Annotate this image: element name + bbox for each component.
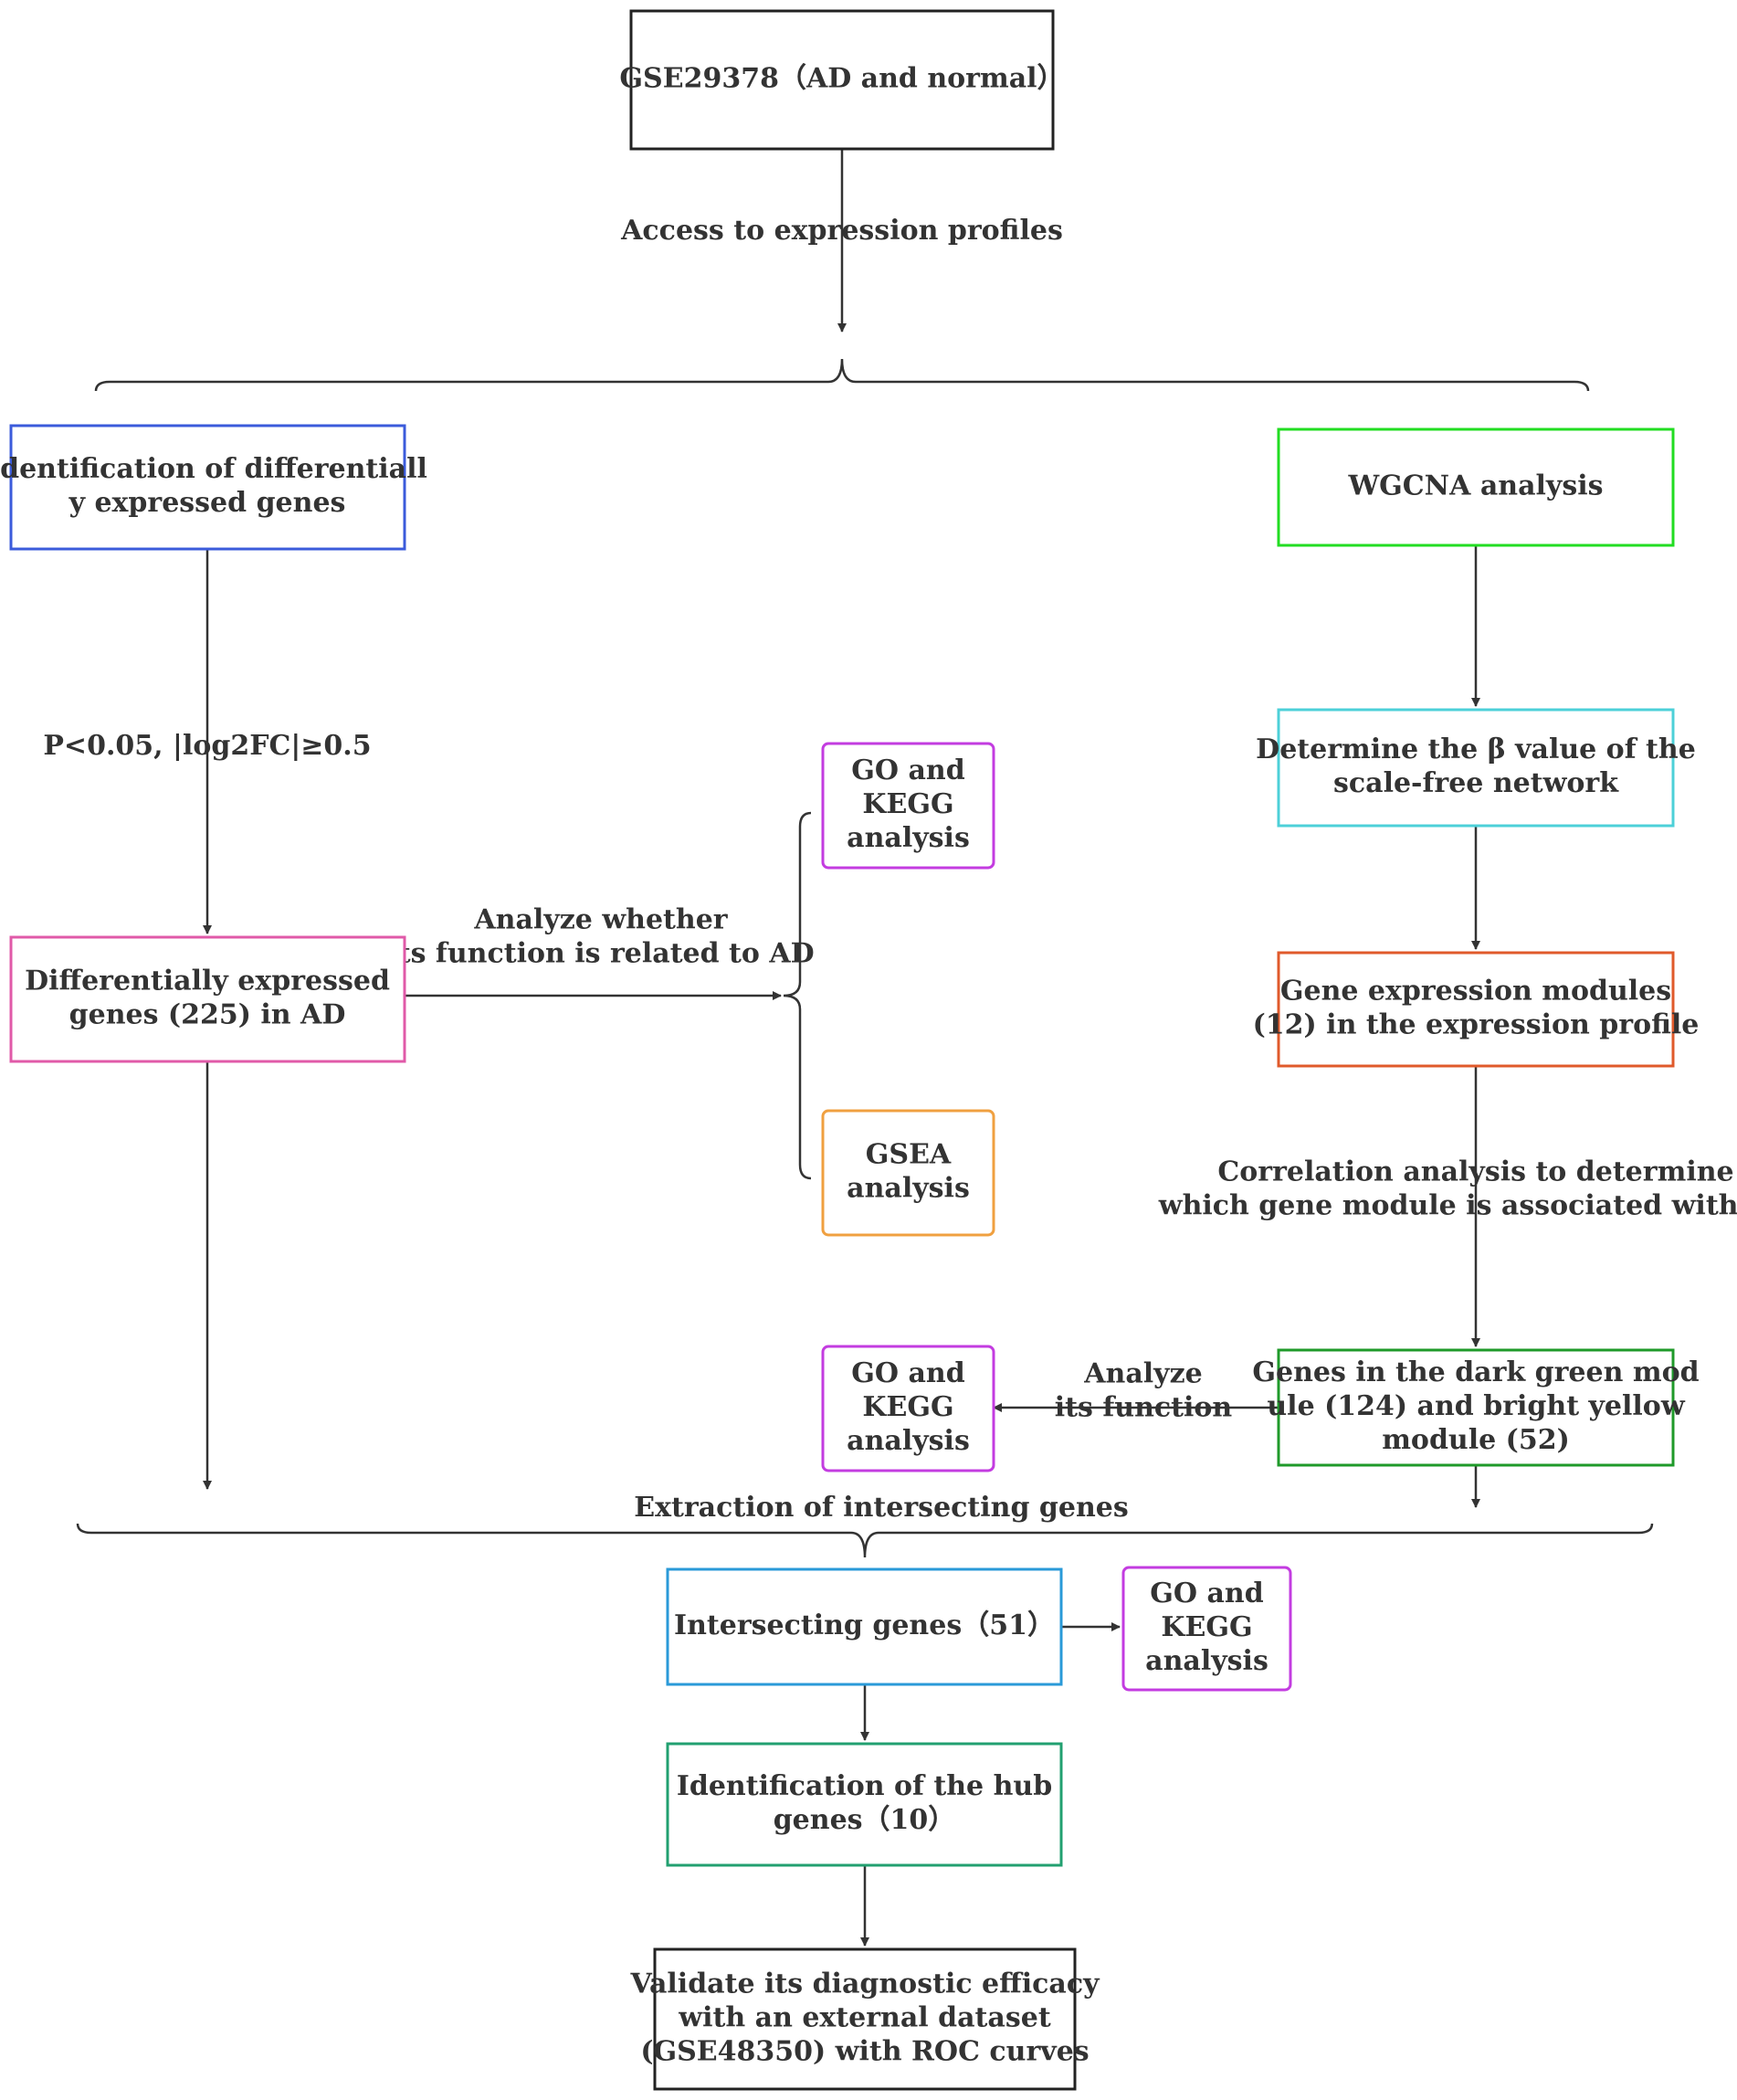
text-line: GSEA (866, 1139, 952, 1171)
node-gse29378-box (629, 9, 1055, 151)
text-line: Differentially expressed (25, 966, 390, 997)
text-line: with an external dataset (678, 2002, 1051, 2034)
node-deg-identification-box (9, 424, 406, 551)
edge-label-access: Access to expression profiles (620, 215, 1063, 247)
text-line: module (52) (1382, 1424, 1570, 1456)
node-modules-12-box (1277, 951, 1675, 1068)
node-gsea-box (821, 1109, 995, 1237)
text-line: analysis (847, 1425, 970, 1457)
connectors (76, 149, 1654, 1947)
text-line: its function (1055, 1392, 1233, 1424)
text-line: GO and (851, 755, 964, 786)
node-wgcna-label: WGCNA analysis (1347, 470, 1603, 502)
top-split-brace (94, 358, 1590, 392)
text-line: (12) in the expression profile (1253, 1009, 1700, 1041)
text-line: Determine the β value of the (1256, 733, 1696, 765)
node-gse29378-label: GSE29378（AD and normal） (619, 63, 1064, 95)
node-modules-12: Gene expression modules(12) in the expre… (1253, 951, 1700, 1068)
node-validate-box (653, 1947, 1077, 2091)
text-line: Analyze (1083, 1358, 1202, 1390)
node-module-genes-box (1277, 1348, 1675, 1467)
text-line: ule (124) and bright yellow (1267, 1390, 1685, 1422)
text-line: KEGG (1161, 1611, 1252, 1643)
text-line: P<0.05, |log2FC|≥0.5 (43, 730, 371, 762)
text-line: GSE29378（AD and normal） (619, 63, 1064, 95)
text-line: Genes in the dark green mod (1252, 1356, 1699, 1388)
text-line: Validate its diagnostic efficacy (629, 1968, 1100, 2000)
text-line: Gene expression modules (1280, 976, 1671, 1008)
text-line: WGCNA analysis (1347, 470, 1603, 502)
text-line: genes（10） (774, 1804, 956, 1836)
text-line: its function is related to AD (387, 938, 814, 970)
node-gse29378: GSE29378（AD and normal） (619, 9, 1065, 151)
node-go-kegg-3-box (1121, 1566, 1292, 1692)
text-line: Identification of the hub (677, 1770, 1052, 1802)
text-line: genes (225) in AD (69, 999, 346, 1031)
enrichment-brace (783, 811, 812, 1180)
node-hub-genes-box (666, 1742, 1063, 1867)
text-line: analysis (847, 822, 970, 854)
text-line: Correlation analysis to determine (1217, 1156, 1733, 1188)
text-line: analysis (1145, 1645, 1269, 1677)
node-modules-12-label: Gene expression modules(12) in the expre… (1253, 976, 1700, 1041)
text-line: which gene module is associated with AD (1158, 1190, 1737, 1222)
text-line: y expressed genes (68, 487, 346, 519)
edge-label-extraction: Extraction of intersecting genes (634, 1492, 1129, 1524)
node-deg-225-box (9, 935, 406, 1063)
text-line: analysis (847, 1173, 970, 1205)
node-intersecting-label: Intersecting genes（51） (674, 1609, 1055, 1641)
text-line: KEGG (862, 788, 953, 820)
node-beta-value-box (1277, 708, 1675, 828)
text-line: KEGG (862, 1391, 953, 1423)
text-line: (GSE48350) with ROC curves (640, 2036, 1089, 2068)
text-line: GO and (1150, 1578, 1263, 1609)
text-line: Identification of differentiall (0, 453, 427, 485)
bottom-merge-brace (76, 1523, 1654, 1558)
text-line: Analyze whether (473, 904, 728, 936)
text-line: Extraction of intersecting genes (634, 1492, 1129, 1524)
node-intersecting-box (666, 1567, 1063, 1686)
text-line: Intersecting genes（51） (674, 1609, 1055, 1641)
node-go-kegg-1-box (821, 742, 995, 870)
text-line: GO and (851, 1357, 964, 1389)
node-intersecting: Intersecting genes（51） (666, 1567, 1063, 1686)
node-wgcna: WGCNA analysis (1277, 427, 1675, 547)
node-wgcna-box (1277, 427, 1675, 547)
text-line: Access to expression profiles (620, 215, 1063, 247)
node-go-kegg-2-box (821, 1345, 995, 1472)
edge-label-threshold: P<0.05, |log2FC|≥0.5 (43, 730, 371, 762)
text-line: scale-free network (1333, 767, 1619, 799)
